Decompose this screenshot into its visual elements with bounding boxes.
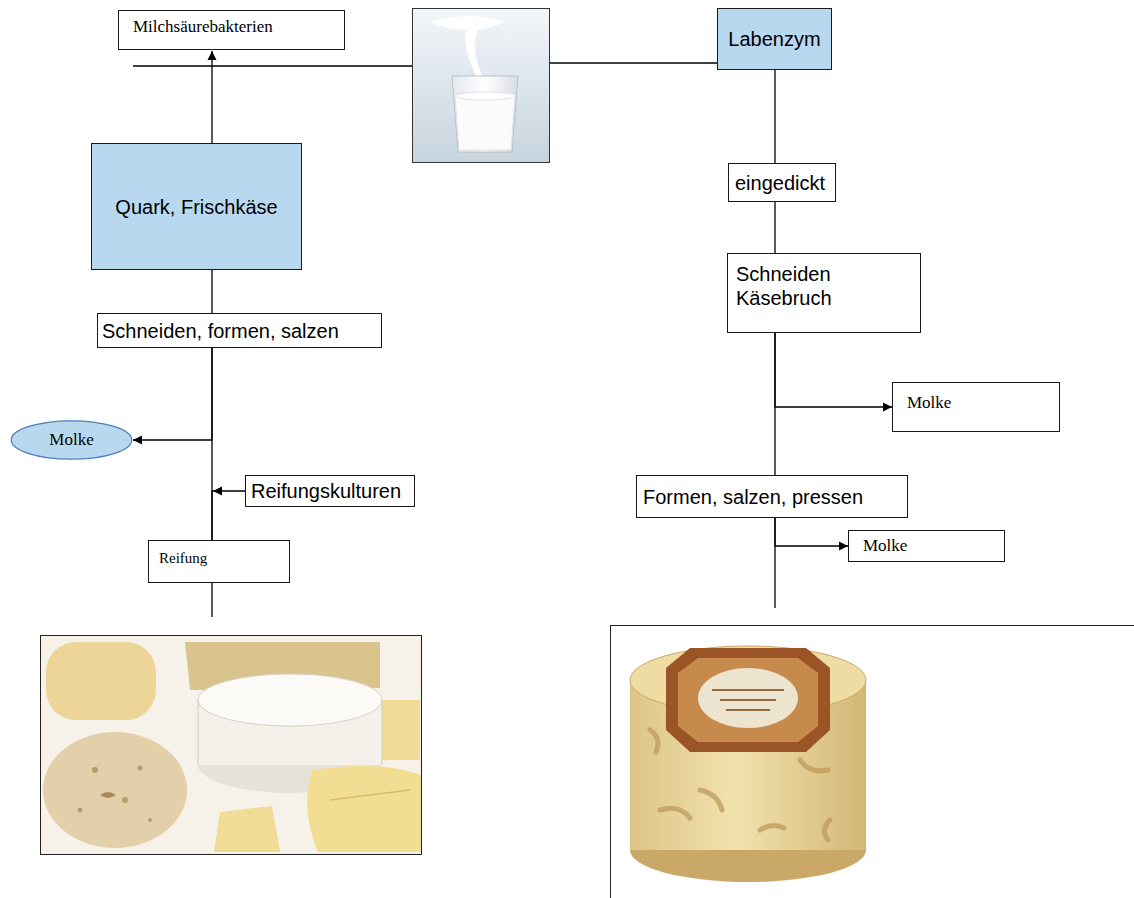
flow-connector (212, 270, 213, 313)
byproduct-ellipse: Molke (10, 420, 133, 460)
node-label: Quark, Frischkäse (115, 195, 277, 219)
milk-picture (413, 9, 550, 163)
product-box: Quark, Frischkäse (91, 143, 302, 270)
hard-cheese-picture (610, 625, 1134, 898)
node-label: Milchsäurebakterien (133, 17, 273, 37)
connector-line (775, 333, 892, 407)
connector-line (775, 518, 848, 546)
additive-box: Reifungskulturen (245, 475, 415, 507)
ellipse-shape (11, 421, 132, 459)
arrow-head (208, 51, 217, 60)
ingredient-box: Labenzym (717, 8, 832, 70)
arrow-head (213, 487, 222, 496)
node-label: Schneiden Käsebruch (736, 262, 856, 310)
supply-line (550, 62, 717, 63)
node-label: Reifung (159, 549, 207, 567)
supply-line (133, 65, 412, 66)
process-box: Formen, salzen, pressen (636, 475, 908, 518)
byproduct-box: Molke (848, 530, 1005, 562)
flow-line (211, 583, 212, 617)
node-label: Schneiden, formen, salzen (102, 319, 339, 343)
connector-line (133, 348, 212, 440)
connector-line (774, 70, 775, 163)
flow-connector (775, 333, 892, 412)
node-label: Reifungskulturen (251, 479, 401, 503)
node-label: Labenzym (728, 27, 820, 51)
ingredient-box: Milchsäurebakterien (118, 10, 345, 50)
node-label: Molke (863, 536, 907, 556)
flow-connector (133, 348, 212, 445)
connector-line (211, 270, 212, 313)
process-box: Schneiden Käsebruch (727, 253, 921, 333)
flow-connector (775, 202, 776, 253)
arrow-head (133, 436, 142, 445)
node-label: Formen, salzen, pressen (643, 485, 863, 509)
process-box: eingedickt (728, 163, 836, 202)
byproduct-box: Molke (892, 382, 1060, 432)
process-box: Reifung (148, 540, 290, 583)
soft-cheese-picture (41, 636, 422, 855)
flow-connector (208, 51, 217, 143)
node-label: eingedickt (735, 171, 825, 195)
arrow-head (839, 542, 848, 551)
arrow-head (883, 403, 892, 412)
node-label: Molke (49, 430, 93, 450)
connector-line (212, 491, 245, 540)
process-box: Schneiden, formen, salzen (97, 313, 382, 348)
connector-line (774, 202, 775, 253)
node-label: Molke (907, 393, 951, 413)
connector-line (211, 51, 212, 143)
flow-connector (775, 70, 776, 163)
flow-connector (775, 518, 848, 551)
flow-connector (212, 487, 245, 541)
